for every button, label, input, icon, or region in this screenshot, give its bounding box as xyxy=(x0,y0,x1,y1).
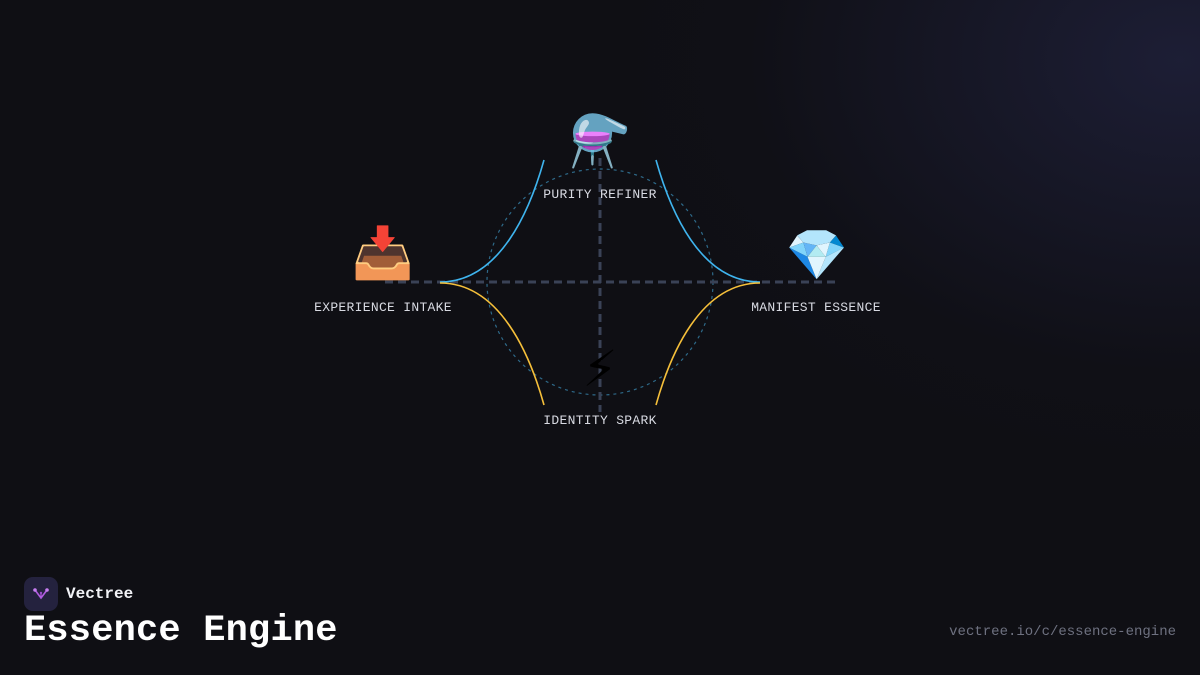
node-label-manifest-essence: MANIFEST ESSENCE xyxy=(751,300,881,315)
brand: Vectree xyxy=(24,577,133,611)
page-title: Essence Engine xyxy=(24,610,338,652)
inbox-tray-icon: 📥 xyxy=(351,224,415,282)
flask-icon: ⚗️ xyxy=(568,112,632,170)
node-label-purity-refiner: PURITY REFINER xyxy=(543,187,657,202)
page-url: vectree.io/c/essence-engine xyxy=(949,624,1176,640)
flow-intake-to-spark xyxy=(439,282,545,406)
flow-refiner-to-essence xyxy=(655,159,761,283)
gem-icon: 💎 xyxy=(785,226,849,284)
flow-intake-to-refiner xyxy=(439,159,545,283)
flow-spark-to-essence xyxy=(655,282,761,406)
node-label-experience-intake: EXPERIENCE INTAKE xyxy=(314,300,452,315)
vectree-logo-icon xyxy=(24,577,58,611)
lightning-icon: ⚡ xyxy=(582,340,618,398)
brand-name: Vectree xyxy=(66,585,134,603)
node-label-identity-spark: IDENTITY SPARK xyxy=(543,413,657,428)
